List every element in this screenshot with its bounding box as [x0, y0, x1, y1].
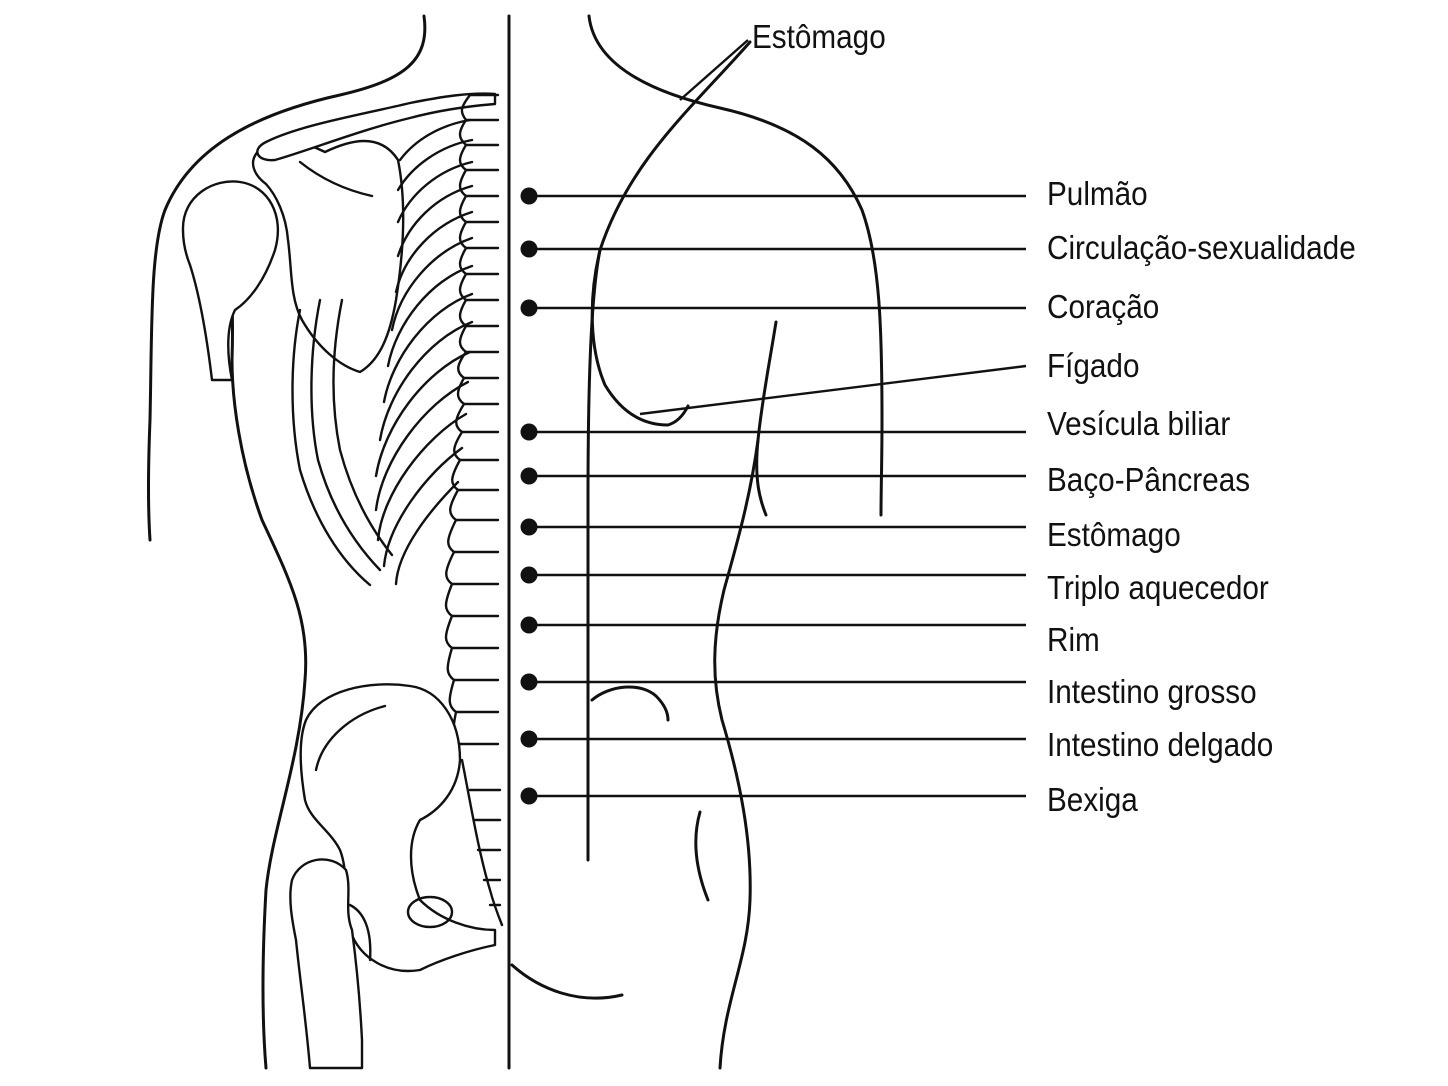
point-vesicula [520, 423, 538, 441]
body-outline-half [510, 14, 884, 1070]
point-circulacao [520, 240, 538, 258]
point-intestino-grosso [520, 673, 538, 691]
point-triplo [520, 566, 538, 584]
label-intestino-grosso: Intestino grosso [1047, 673, 1257, 710]
label-intestino-delgado: Intestino delgado [1047, 726, 1274, 763]
label-triplo-aquecedor: Triplo aquecedor [1047, 569, 1269, 606]
leader-top-estomago [679, 39, 749, 101]
label-top-estomago: Estômago [752, 18, 886, 55]
point-rim [520, 616, 538, 634]
label-coracao: Coração [1047, 288, 1160, 325]
label-vesicula-biliar: Vesícula biliar [1047, 405, 1231, 442]
label-estomago: Estômago [1047, 516, 1181, 553]
label-pulmao: Pulmão [1047, 175, 1148, 212]
spine [444, 93, 504, 927]
skeleton-half [147, 14, 504, 1070]
label-rim: Rim [1047, 621, 1100, 658]
point-bexiga [520, 787, 538, 805]
leader-figado [639, 364, 1027, 416]
point-coracao [520, 299, 538, 317]
point-intestino-delgado [520, 730, 538, 748]
label-baco-pancreas: Baço-Pâncreas [1047, 461, 1251, 498]
point-pulmao [520, 187, 538, 205]
point-baco [520, 467, 538, 485]
meridian-leaders [520, 39, 1027, 805]
label-bexiga: Bexiga [1047, 781, 1138, 818]
label-circulacao-sexualidade: Circulação-sexualidade [1047, 229, 1356, 266]
point-estomago [520, 518, 538, 536]
label-figado: Fígado [1047, 347, 1140, 384]
